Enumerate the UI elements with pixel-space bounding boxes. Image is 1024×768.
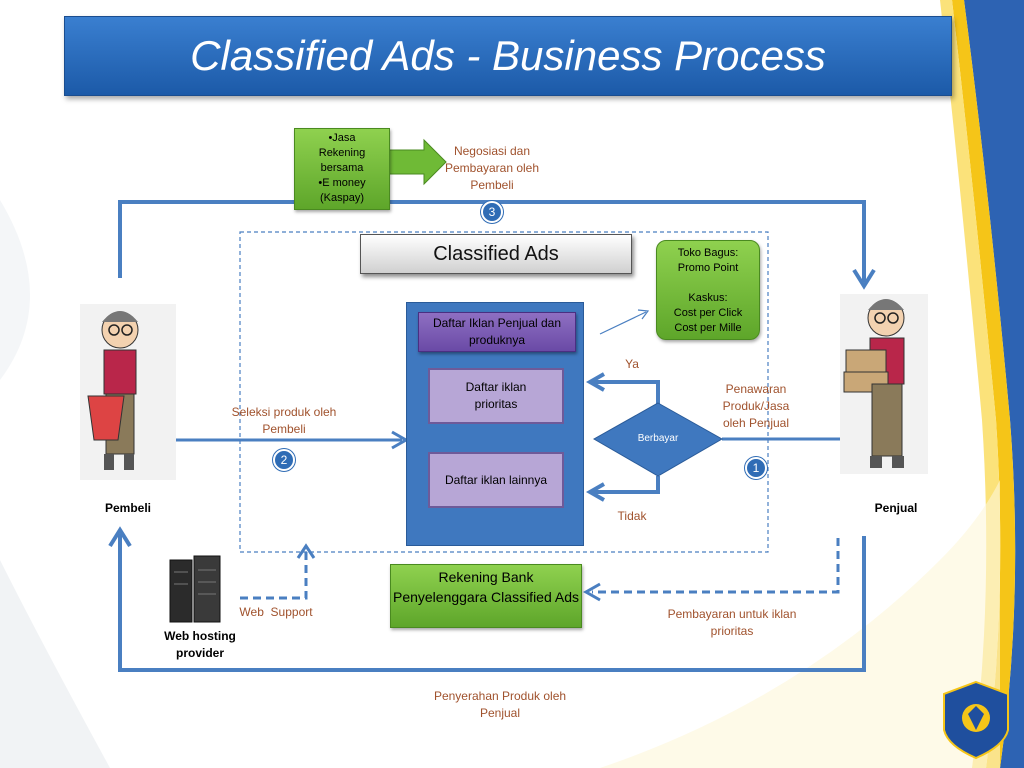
priority-ads-label: Daftar iklan prioritas	[465, 380, 527, 411]
seller-figure	[840, 294, 928, 474]
pricing-model-box: Toko Bagus: Promo Point Kaskus: Cost per…	[656, 240, 760, 340]
pricing-line-1: Toko Bagus:	[677, 247, 739, 259]
server-icon	[169, 555, 221, 623]
ya-branch-arrowhead	[585, 372, 605, 392]
promo-pointer-arrowhead	[637, 309, 650, 320]
pricing-line-2: Promo Point	[677, 262, 739, 274]
payment-line-3: bersama	[320, 162, 364, 174]
negotiation-label: Negosiasi dan Pembayaran oleh Pembeli	[444, 144, 540, 192]
bank-account-box: Rekening Bank Penyelenggara Classified A…	[390, 564, 582, 628]
web-support-label: Web Support	[239, 605, 313, 619]
tidak-branch-line	[594, 476, 660, 494]
pricing-line-3	[657, 276, 759, 291]
buyer-label: Pembeli	[104, 501, 152, 515]
offer-label: Penawaran Produk/Jasa oleh Penjual	[722, 382, 790, 430]
web-support-arrowhead	[296, 543, 316, 559]
payment-method-box: •Jasa Rekening bersama •E money (Kaspay)	[294, 128, 390, 210]
promo-pointer-line	[599, 311, 647, 335]
seller-ads-header: Daftar Iklan Penjual dan produknya	[418, 312, 576, 352]
bottom-flow-line	[118, 534, 866, 672]
decision-diamond	[592, 402, 724, 477]
decision-label: Berbayar	[637, 433, 679, 444]
payment-line-2: Rekening	[318, 147, 366, 159]
system-boundary	[239, 231, 769, 553]
payment-label: Pembayaran untuk iklan prioritas	[667, 607, 797, 638]
pricing-line-5: Cost per Click	[673, 307, 743, 319]
bottom-flow-arrowhead	[108, 526, 132, 548]
step-3-badge: 3	[481, 201, 503, 223]
ya-label: Ya	[625, 357, 639, 371]
other-ads-label: Daftar iklan lainnya	[444, 472, 548, 487]
step-1-badge: 1	[745, 457, 767, 479]
delivery-label: Penyerahan Produk oleh Penjual	[433, 689, 567, 720]
seller-label: Penjual	[874, 501, 918, 515]
classified-ads-box: Classified Ads	[360, 234, 632, 274]
ya-branch-line	[594, 380, 660, 404]
classified-ads-label: Classified Ads	[433, 242, 559, 265]
pricing-line-4: Kaskus:	[688, 292, 728, 304]
web-hosting-label: Web hosting provider	[164, 629, 236, 660]
payment-line-4: •E money	[318, 177, 366, 189]
tidak-branch-arrowhead	[585, 482, 605, 502]
payment-line-1: •Jasa	[328, 132, 356, 144]
ministry-emblem-icon	[943, 680, 1009, 760]
payment-arrowhead	[582, 582, 601, 602]
payment-line-5: (Kaspay)	[319, 192, 365, 204]
negotiation-arrow	[387, 138, 447, 186]
priority-ads-box: Daftar iklan prioritas	[428, 368, 564, 424]
buyer-figure	[80, 304, 176, 480]
tidak-label: Tidak	[617, 509, 647, 523]
payment-line	[592, 538, 840, 594]
selection-label: Seleksi produk oleh Pembeli	[231, 405, 337, 436]
page-title: Classified Ads - Business Process	[190, 32, 826, 79]
web-support-line	[240, 552, 308, 600]
seller-ads-header-label: Daftar Iklan Penjual dan produknya	[432, 316, 562, 347]
pricing-line-6: Cost per Mille	[674, 322, 742, 334]
other-ads-box: Daftar iklan lainnya	[428, 452, 564, 508]
step-2-badge: 2	[273, 449, 295, 471]
top-flow-arrowhead	[852, 268, 876, 290]
bank-account-label: Rekening Bank Penyelenggara Classified A…	[392, 569, 579, 605]
title-bar: Classified Ads - Business Process	[64, 16, 952, 96]
